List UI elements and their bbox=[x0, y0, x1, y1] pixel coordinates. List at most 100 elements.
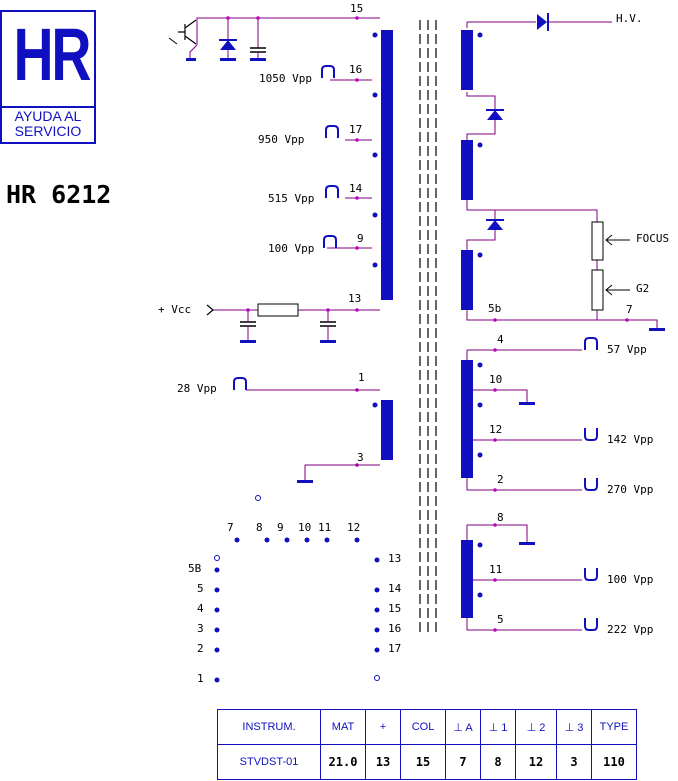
svg-text:10: 10 bbox=[298, 521, 311, 534]
svg-text:5: 5 bbox=[197, 582, 204, 595]
secondary-labels: 4 57 Vpp 10 12 142 Vpp 2 270 Vpp 8 11 10… bbox=[489, 333, 653, 636]
hv-winding-1 bbox=[461, 30, 473, 90]
capacitor-icon bbox=[250, 47, 266, 53]
secondary-wiring bbox=[466, 349, 582, 631]
svg-text:28 Vpp: 28 Vpp bbox=[177, 382, 217, 395]
svg-text:5B: 5B bbox=[188, 562, 202, 575]
svg-text:1: 1 bbox=[197, 672, 204, 685]
hv-wiring bbox=[466, 21, 658, 328]
secondary-winding-2 bbox=[461, 540, 473, 618]
aux-winding-group: 1 28 Vpp 3 bbox=[177, 371, 393, 483]
svg-text:11: 11 bbox=[489, 563, 502, 576]
spec-value: 8 bbox=[480, 744, 516, 780]
svg-text:8: 8 bbox=[256, 521, 263, 534]
svg-text:270 Vpp: 270 Vpp bbox=[607, 483, 653, 496]
logo-line-1: AYUDA AL bbox=[14, 108, 82, 124]
spec-header: ⊥ 2 bbox=[515, 709, 557, 745]
svg-text:9: 9 bbox=[277, 521, 284, 534]
svg-text:13: 13 bbox=[348, 292, 361, 305]
svg-text:1050 Vpp: 1050 Vpp bbox=[259, 72, 312, 85]
svg-text:3: 3 bbox=[357, 451, 364, 464]
spec-header: ⊥ A bbox=[445, 709, 481, 745]
spec-header: INSTRUM. bbox=[217, 709, 321, 745]
cascade-diode-icon bbox=[487, 110, 503, 120]
primary-winding bbox=[381, 30, 393, 300]
svg-text:17: 17 bbox=[349, 123, 362, 136]
svg-text:2: 2 bbox=[197, 642, 204, 655]
svg-text:5b: 5b bbox=[488, 302, 501, 315]
primary-pulse-icons bbox=[321, 65, 339, 249]
hv-labels: H.V. FOCUS G2 5b 7 bbox=[488, 12, 669, 316]
spec-header: ⊥ 1 bbox=[480, 709, 516, 745]
svg-text:100 Vpp: 100 Vpp bbox=[607, 573, 653, 586]
spec-value: 7 bbox=[445, 744, 481, 780]
svg-text:17: 17 bbox=[388, 642, 401, 655]
svg-text:950 Vpp: 950 Vpp bbox=[258, 133, 304, 146]
logo-caption: AYUDA AL SERVICIO bbox=[2, 109, 94, 139]
svg-text:13: 13 bbox=[388, 552, 401, 565]
spec-header: MAT bbox=[320, 709, 366, 745]
secondary-components bbox=[461, 337, 598, 632]
svg-text:H.V.: H.V. bbox=[616, 12, 643, 25]
primary-wiring bbox=[189, 17, 380, 322]
hv-winding-3 bbox=[461, 250, 473, 310]
logo-line-2: SERVICIO bbox=[14, 123, 82, 139]
model-title: HR 6212 bbox=[6, 180, 112, 209]
junction-dots bbox=[226, 16, 359, 467]
flyback-schematic: 15 16 1050 Vpp 17 950 Vpp 14 515 Vpp 9 1… bbox=[158, 2, 669, 685]
svg-text:15: 15 bbox=[350, 2, 363, 15]
spec-value: STVDST-01 bbox=[217, 744, 321, 780]
primary-components bbox=[168, 19, 336, 343]
focus-pot-icon bbox=[591, 221, 604, 261]
spec-value: 3 bbox=[556, 744, 592, 780]
svg-text:15: 15 bbox=[388, 602, 401, 615]
svg-text:142 Vpp: 142 Vpp bbox=[607, 433, 653, 446]
svg-text:16: 16 bbox=[388, 622, 401, 635]
g2-pot-icon bbox=[591, 269, 604, 311]
svg-text:4: 4 bbox=[497, 333, 504, 346]
svg-text:1: 1 bbox=[358, 371, 365, 384]
svg-text:5: 5 bbox=[497, 613, 504, 626]
logo-divider bbox=[2, 106, 94, 108]
primary-labels: 15 16 1050 Vpp 17 950 Vpp 14 515 Vpp 9 1… bbox=[158, 2, 364, 316]
svg-text:222 Vpp: 222 Vpp bbox=[607, 623, 653, 636]
hv-components bbox=[461, 13, 665, 331]
spec-header-row: INSTRUM. MAT + COL ⊥ A ⊥ 1 ⊥ 2 ⊥ 3 TYPE bbox=[217, 709, 637, 745]
spec-value: 110 bbox=[591, 744, 637, 780]
spec-value: 12 bbox=[515, 744, 557, 780]
svg-text:16: 16 bbox=[349, 63, 362, 76]
cascade-diode-icon bbox=[487, 220, 503, 230]
hr-logo: HR AYUDA AL SERVICIO bbox=[0, 10, 96, 144]
svg-text:FOCUS: FOCUS bbox=[636, 232, 669, 245]
hv-winding-2 bbox=[461, 140, 473, 200]
svg-text:100 Vpp: 100 Vpp bbox=[268, 242, 314, 255]
svg-text:2: 2 bbox=[497, 473, 504, 486]
svg-text:G2: G2 bbox=[636, 282, 649, 295]
svg-text:14: 14 bbox=[388, 582, 402, 595]
spec-header: + bbox=[365, 709, 401, 745]
svg-text:4: 4 bbox=[197, 602, 204, 615]
diode-icon bbox=[220, 40, 236, 50]
primary-dots bbox=[372, 32, 378, 268]
svg-text:10: 10 bbox=[489, 373, 502, 386]
spec-table: INSTRUM. MAT + COL ⊥ A ⊥ 1 ⊥ 2 ⊥ 3 TYPE … bbox=[217, 709, 637, 780]
svg-text:57 Vpp: 57 Vpp bbox=[607, 343, 647, 356]
svg-text:14: 14 bbox=[349, 182, 363, 195]
logo-letters: HR bbox=[13, 13, 92, 96]
hv-diode-icon bbox=[537, 14, 547, 30]
svg-text:12: 12 bbox=[347, 521, 360, 534]
svg-text:12: 12 bbox=[489, 423, 502, 436]
svg-text:7: 7 bbox=[626, 303, 633, 316]
spec-header: TYPE bbox=[591, 709, 637, 745]
pinout-diagram: 7 8 9 10 11 12 5B 5 4 3 2 1 13 14 15 16 … bbox=[188, 495, 402, 685]
svg-text:+ Vcc: + Vcc bbox=[158, 303, 191, 316]
transformer-core bbox=[419, 20, 437, 632]
transistor-icon bbox=[178, 19, 197, 45]
svg-text:9: 9 bbox=[357, 232, 364, 245]
spec-value: 15 bbox=[400, 744, 446, 780]
svg-text:7: 7 bbox=[227, 521, 234, 534]
spec-header: ⊥ 3 bbox=[556, 709, 592, 745]
svg-text:515 Vpp: 515 Vpp bbox=[268, 192, 314, 205]
svg-text:8: 8 bbox=[497, 511, 504, 524]
spec-header: COL bbox=[400, 709, 446, 745]
